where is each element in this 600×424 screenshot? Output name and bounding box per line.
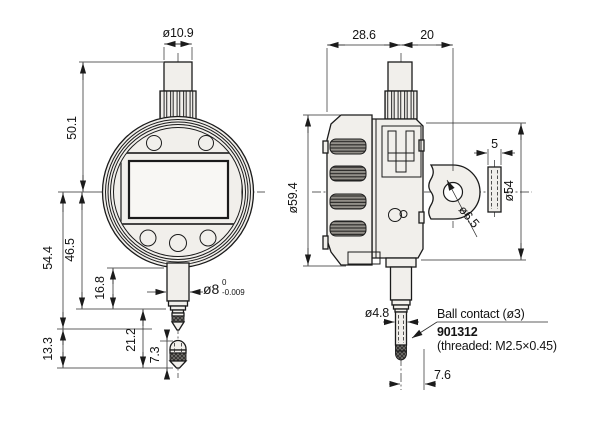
dim-stem-length: 16.8	[93, 276, 107, 300]
side-clamp-detail	[381, 125, 422, 178]
front-lcd	[127, 159, 230, 220]
callout-ball-contact: Ball contact (ø3)	[437, 307, 525, 321]
contact-ball-top	[169, 339, 187, 351]
side-stem	[389, 266, 413, 301]
dim-bezel-diameter: ø59.4	[286, 182, 300, 213]
front-dimension-lines	[57, 40, 203, 380]
side-view: 28.6 20 ø59.4 5 ø54 ø6.5 ø4.8 7.6 Ball c…	[286, 28, 557, 390]
dim-stem-end-to-tip: 21.2	[124, 328, 138, 352]
dim-spindle-diameter: ø4.8	[365, 306, 389, 320]
dim-stem-diameter: ø8	[203, 281, 220, 297]
dim-body-diameter: ø54	[502, 180, 516, 201]
front-button-bottom-center	[169, 234, 187, 252]
front-button-bottom-left	[139, 229, 157, 247]
dim-center-to-stem-end: 46.5	[63, 238, 77, 262]
front-button-bottom-right	[199, 229, 217, 247]
front-stem	[166, 262, 190, 302]
front-dimension-labels: ø10.9 50.1 54.4 46.5 16.8 ø8 0 -0.009 13…	[41, 26, 245, 363]
front-display	[114, 152, 242, 225]
front-cap	[163, 61, 193, 92]
dim-stem-tolerance-low: -0.009	[222, 288, 245, 297]
front-contact-point	[168, 312, 188, 369]
side-ball-contact	[395, 350, 407, 361]
side-spindle	[394, 311, 408, 346]
callout-thread-note: (threaded: M2.5×0.45)	[437, 339, 557, 353]
dim-height-top: 50.1	[65, 116, 79, 140]
dim-stem-tolerance-high: 0	[222, 278, 227, 287]
front-buttons	[139, 135, 217, 252]
dim-lower-height: 13.3	[41, 337, 55, 361]
side-housing	[371, 118, 424, 259]
callout-part-number: 901312	[437, 325, 478, 339]
dim-lug-thickness: 5	[491, 137, 498, 151]
front-view: ø10.9 50.1 54.4 46.5 16.8 ø8 0 -0.009 13…	[41, 26, 265, 380]
dim-contact-length: 7.3	[148, 346, 162, 363]
side-dimension-lines	[303, 41, 548, 390]
lug-plate-section	[487, 166, 502, 213]
front-button-top-left	[146, 135, 162, 151]
side-bezel	[326, 114, 373, 266]
front-button-top-right	[198, 135, 214, 151]
dim-axis-to-back-face: 7.6	[434, 368, 451, 382]
keyhole-slot	[388, 208, 402, 222]
side-stem-boss	[385, 257, 417, 268]
dim-cap-diameter: ø10.9	[163, 26, 194, 40]
side-cap-knurl	[384, 90, 418, 120]
dim-axis-to-lug-hole: 20	[420, 28, 434, 42]
dim-front-to-axis: 28.6	[352, 28, 376, 42]
front-cap-knurl	[159, 90, 197, 120]
dim-center-to-tip: 54.4	[41, 246, 55, 270]
side-cap	[387, 61, 413, 92]
side-body	[322, 61, 502, 361]
